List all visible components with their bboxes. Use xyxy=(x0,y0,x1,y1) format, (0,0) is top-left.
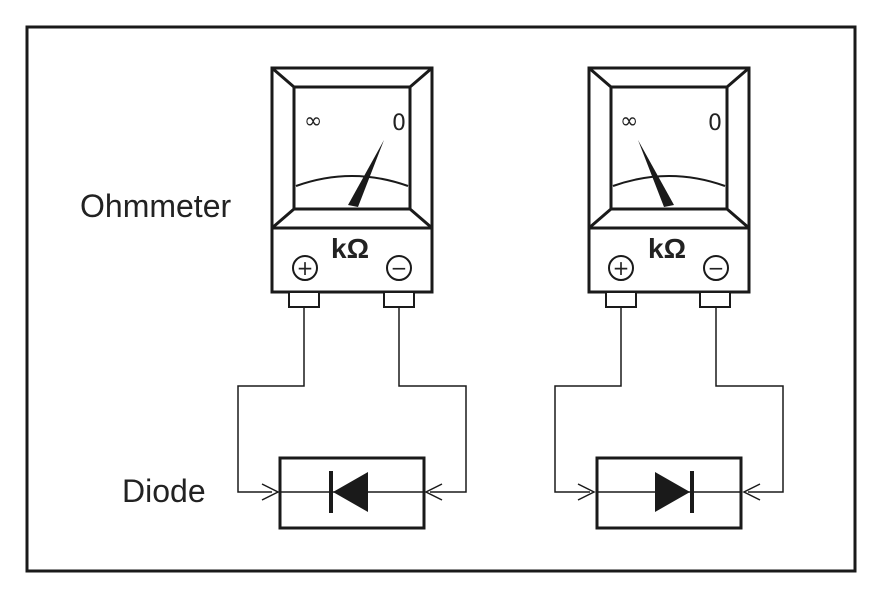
plus-jack xyxy=(288,291,320,308)
meter-face-frame xyxy=(609,85,729,211)
minus-lead-wire xyxy=(398,307,467,493)
ohmmeter-label: Ohmmeter xyxy=(80,188,231,224)
meter-needle xyxy=(348,140,384,207)
plus-terminal-sign: + xyxy=(297,256,314,280)
minus-terminal xyxy=(703,255,729,281)
meter-needle xyxy=(638,140,674,207)
plus-lead-wire xyxy=(237,307,305,493)
plus-probe-tip xyxy=(577,483,596,501)
minus-jack xyxy=(699,291,731,308)
minus-terminal xyxy=(386,255,412,281)
minus-terminal-sign: − xyxy=(708,256,725,280)
infinity-mark: ∞ xyxy=(304,109,322,134)
meter-scale-arc xyxy=(612,175,726,187)
infinity-mark: ∞ xyxy=(620,109,638,134)
plus-lead-wire xyxy=(554,307,622,493)
meter-unit: kΩ xyxy=(331,233,369,264)
minus-jack xyxy=(383,291,415,308)
minus-lead-wire xyxy=(715,307,784,493)
ohmmeter-right: ∞ 0 kΩ + − xyxy=(554,66,784,530)
plus-probe-tip xyxy=(261,483,280,501)
diode-triangle xyxy=(333,472,368,512)
plus-terminal xyxy=(608,255,634,281)
minus-terminal-sign: − xyxy=(391,256,408,280)
minus-probe-tip xyxy=(742,483,761,501)
plus-terminal-sign: + xyxy=(613,256,630,280)
plus-terminal xyxy=(292,255,318,281)
plus-jack xyxy=(605,291,637,308)
minus-probe-tip xyxy=(424,483,443,501)
zero-mark: 0 xyxy=(392,111,406,136)
outer-frame xyxy=(25,25,857,573)
meter-scale-arc xyxy=(295,175,409,187)
meter-face-frame xyxy=(292,85,412,211)
diode-triangle xyxy=(655,472,690,512)
meter-unit: kΩ xyxy=(648,233,686,264)
diode-label: Diode xyxy=(122,473,206,509)
zero-mark: 0 xyxy=(708,111,722,136)
ohmmeter-left: ∞ 0 kΩ + − xyxy=(237,66,467,530)
